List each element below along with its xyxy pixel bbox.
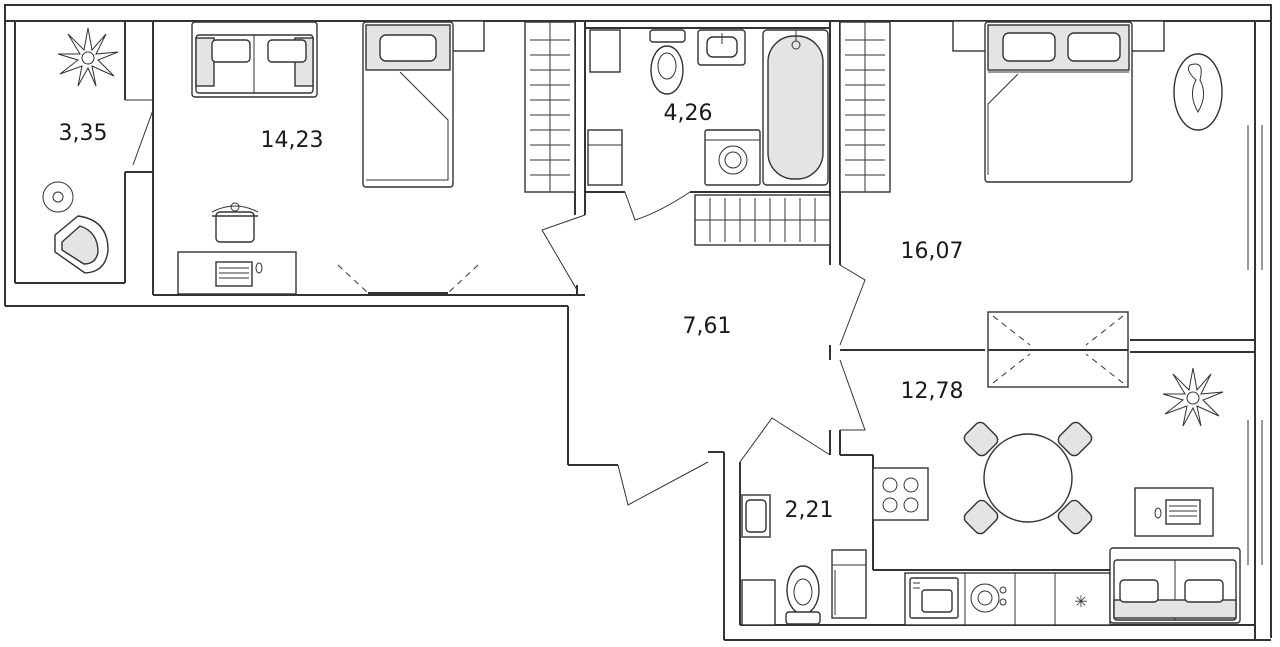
chair-icon [1057, 499, 1093, 535]
chair-icon [1057, 421, 1093, 457]
bed-icon [362, 20, 485, 188]
wc: 2,21 [741, 494, 867, 626]
bathtub-icon [762, 29, 829, 186]
wardrobe-icon [839, 21, 891, 193]
chair-icon [963, 421, 999, 457]
bedroom-1: 14,23 [177, 20, 485, 295]
stove-icon [872, 467, 929, 521]
laptop-icon [1134, 487, 1214, 537]
bathroom: 4,26 [587, 29, 829, 186]
doors [125, 99, 866, 506]
dishes-icon [970, 583, 1007, 613]
cooking-pot-icon [211, 202, 259, 243]
room-area-label: 4,26 [664, 101, 713, 126]
hallway: 7,61 [683, 314, 732, 339]
sink-icon [697, 29, 746, 66]
room-area-label: 2,21 [785, 498, 834, 523]
loggia: 3,35 [42, 27, 119, 274]
shelf [587, 29, 623, 186]
sofa-icon [1109, 547, 1241, 624]
room-area-label: 16,07 [901, 239, 964, 264]
bed-icon [984, 21, 1133, 183]
plant-icon [1162, 367, 1224, 427]
chair-icon [963, 499, 999, 535]
window-swing [987, 311, 1129, 388]
room-area-label: 7,61 [683, 314, 732, 339]
sink-icon [741, 494, 771, 538]
shelf [831, 549, 867, 619]
kitchen-sink-icon [909, 577, 959, 619]
room-area-label: 3,35 [59, 121, 108, 146]
svg-text:✳: ✳ [1074, 592, 1087, 611]
toilet-icon [785, 565, 821, 625]
round-table-icon [963, 421, 1093, 535]
sofa-icon [191, 21, 318, 98]
wardrobe-icon [524, 21, 576, 193]
rug-icon [42, 181, 74, 213]
window-swing [337, 264, 479, 294]
plant-icon [57, 27, 119, 87]
room-area-label: 14,23 [261, 128, 324, 153]
armchair-icon [54, 215, 109, 274]
room-area-label: 12,78 [901, 379, 964, 404]
washing-machine-icon [704, 129, 761, 186]
rug-icon [1173, 53, 1223, 131]
kitchen-living: ✳ 12,78 [872, 367, 1241, 626]
laptop-icon [177, 251, 297, 295]
bedroom-2: 16,07 [901, 20, 1223, 388]
wardrobe-icon [694, 194, 831, 246]
fridge-icon: ✳ [1074, 592, 1087, 611]
toilet-icon [649, 29, 686, 95]
